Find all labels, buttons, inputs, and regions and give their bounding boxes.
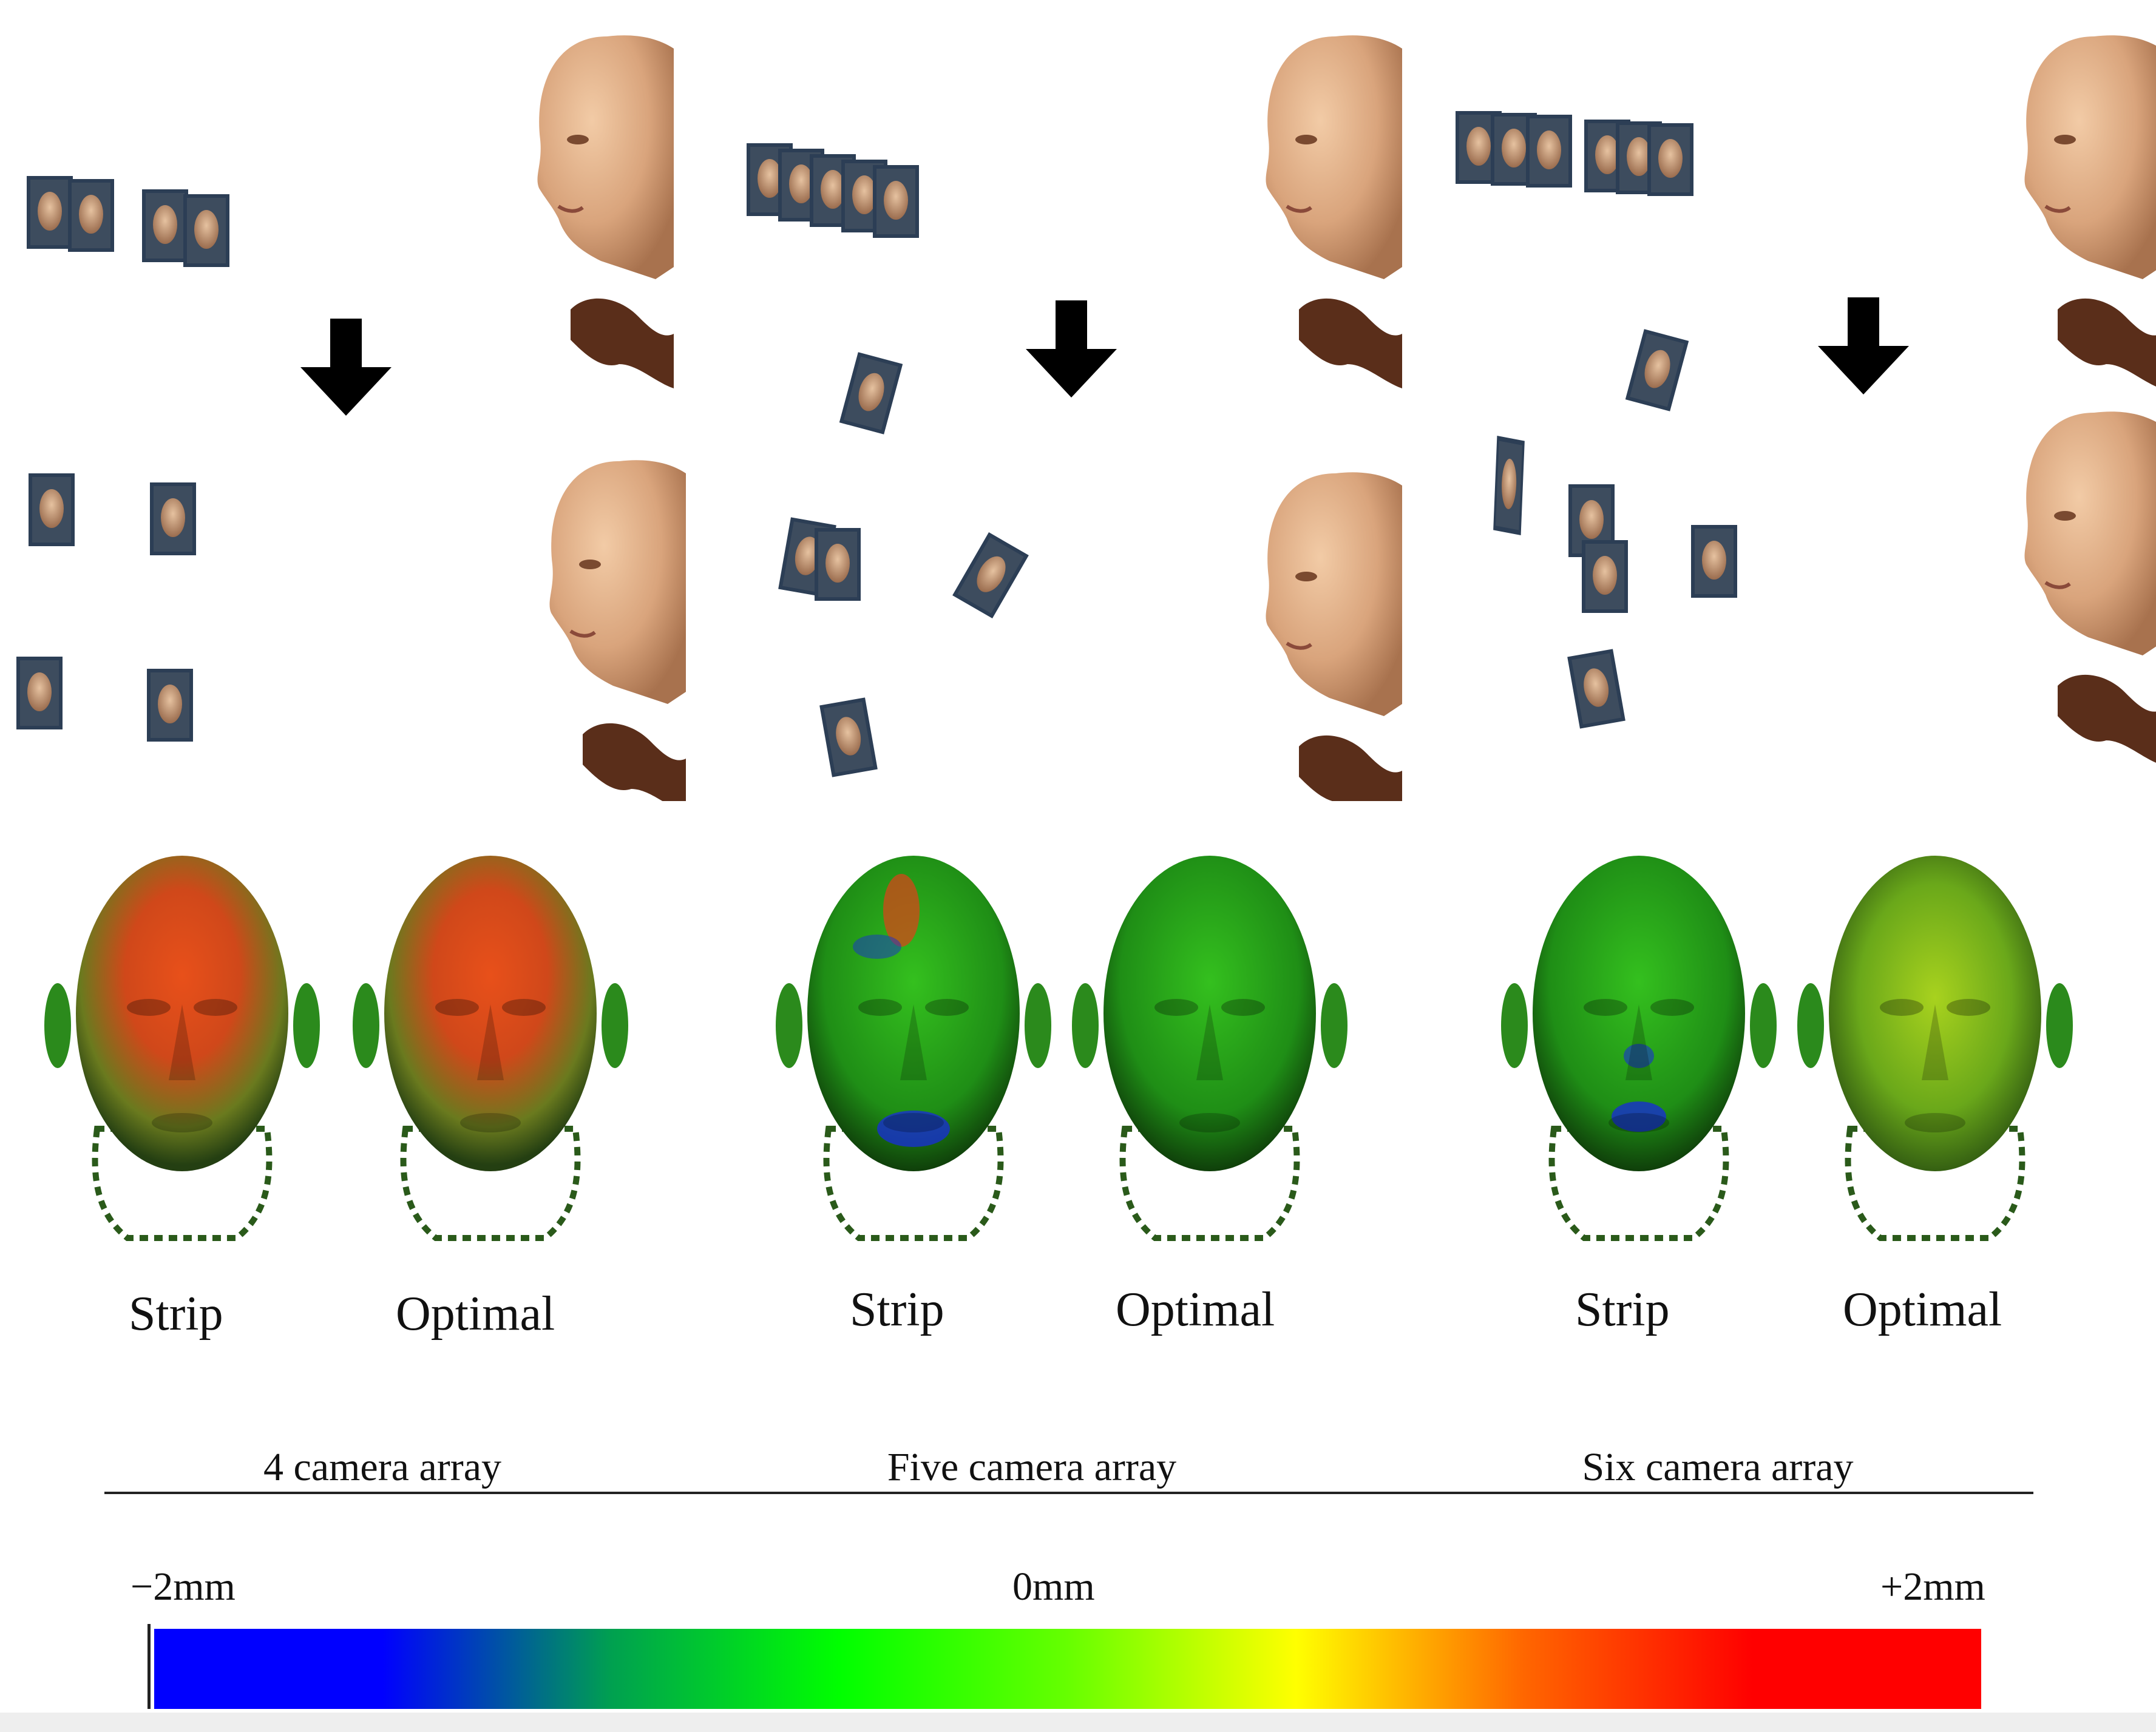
four-camera-strip-heatmap (44, 856, 320, 1238)
five-camera-optimal-setup (778, 352, 1029, 777)
five-camera-optimal-face (1266, 472, 1402, 801)
six-camera-arrow (1818, 297, 1909, 394)
colorbar-left-edge (147, 1624, 151, 1709)
six-camera-optimal-heatmap (1797, 856, 2073, 1238)
six-camera-optimal-face (2024, 411, 2156, 765)
colorbar-mid-label: 0mm (1012, 1565, 1095, 1609)
five-camera-optimal-heatmap (1072, 856, 1348, 1238)
six-camera-optimal-label: Optimal (1843, 1283, 2002, 1336)
four-camera-optimal-heatmap (353, 856, 628, 1238)
six-camera-strip-face (2024, 35, 2156, 388)
four-camera-strip-label: Strip (129, 1287, 223, 1341)
four-camera-group-label: 4 camera array (263, 1445, 502, 1489)
five-camera-optimal-label: Optimal (1116, 1283, 1275, 1336)
six-camera-group-label: Six camera array (1582, 1445, 1854, 1489)
colorbar (154, 1629, 1981, 1709)
five-camera-strip-label: Strip (850, 1283, 944, 1336)
heatmap-faces (0, 856, 2156, 1299)
five-camera-arrow (1026, 300, 1117, 397)
four-camera-strip-setup (27, 176, 229, 267)
four-camera-strip-face (537, 35, 674, 388)
bottom-strip (0, 1713, 2156, 1732)
five-camera-strip-setup (747, 143, 919, 238)
four-camera-arrow (300, 319, 392, 416)
six-camera-strip-setup (1456, 111, 1693, 196)
camera-setup-panels (16, 0, 2156, 801)
six-camera-strip-label: Strip (1575, 1283, 1670, 1336)
six-camera-optimal-setup (1493, 329, 1737, 729)
colorbar-max-label: +2mm (1880, 1565, 1985, 1609)
four-camera-optimal-face (549, 460, 686, 801)
five-camera-strip-heatmap (776, 856, 1051, 1238)
four-camera-optimal-setup (16, 473, 196, 742)
divider-line (104, 1492, 2033, 1494)
four-camera-optimal-label: Optimal (396, 1287, 555, 1341)
colorbar-min-label: −2mm (131, 1565, 236, 1609)
six-camera-strip-heatmap (1501, 856, 1777, 1238)
five-camera-strip-face (1266, 35, 1402, 388)
five-camera-group-label: Five camera array (887, 1445, 1177, 1489)
